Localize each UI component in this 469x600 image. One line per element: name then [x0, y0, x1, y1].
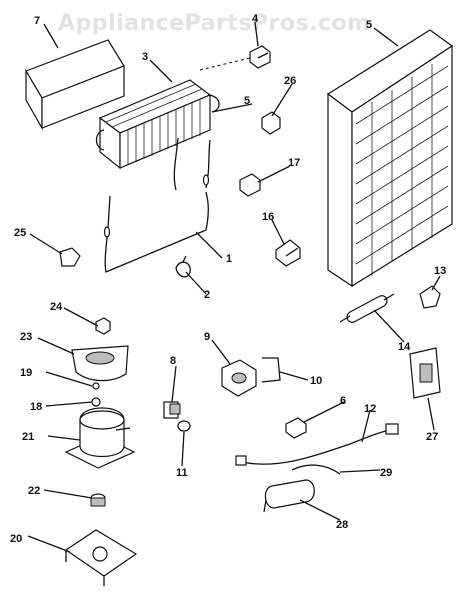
callout-3: 3	[142, 51, 148, 63]
callout-labels: 7 3 4 5 5 26 17 16 1 2 25 13 14 24 23 19…	[10, 13, 446, 545]
tube-fitting	[202, 174, 210, 186]
callout-8: 8	[170, 355, 176, 367]
part-16-bracket[interactable]	[275, 239, 301, 267]
callout-25: 25	[14, 227, 26, 239]
callout-26: 26	[284, 75, 296, 87]
part-23-shield[interactable]	[71, 345, 129, 382]
part-7-panel[interactable]	[25, 39, 125, 131]
callout-28: 28	[336, 519, 348, 531]
callout-29: 29	[380, 467, 392, 479]
callout-14: 14	[398, 341, 411, 353]
part-12-cord[interactable]	[235, 423, 399, 466]
part-2-clip[interactable]	[175, 255, 191, 278]
callout-13: 13	[434, 265, 446, 277]
part-25-grommet[interactable]	[59, 247, 81, 267]
part-5-evaporator[interactable]	[326, 29, 454, 288]
leader-lines	[27, 21, 441, 553]
part-6-terminal[interactable]	[285, 417, 307, 439]
callout-11: 11	[176, 467, 188, 479]
part-26-bracket[interactable]	[261, 111, 281, 135]
callout-1: 1	[226, 253, 232, 265]
callout-2: 2	[204, 289, 210, 301]
part-14-drier[interactable]	[339, 293, 395, 323]
callout-7: 7	[34, 15, 40, 27]
part-20-baseplate[interactable]	[64, 529, 138, 586]
callout-12: 12	[364, 403, 376, 415]
part-11-overload[interactable]	[177, 420, 191, 432]
part-3-condenser[interactable]	[95, 79, 220, 170]
part-29-strap[interactable]	[291, 464, 341, 475]
callout-23: 23	[20, 331, 32, 343]
part-13-clamp[interactable]	[419, 285, 441, 309]
callout-9: 9	[204, 331, 210, 343]
part-28-capacitor[interactable]	[263, 479, 315, 513]
part-19-clip[interactable]	[92, 382, 100, 390]
part-17-clip[interactable]	[239, 173, 261, 197]
callout-16: 16	[262, 211, 274, 223]
callout-24: 24	[50, 301, 63, 313]
callout-20: 20	[10, 533, 22, 545]
part-27-bracket[interactable]	[409, 347, 441, 399]
callout-4: 4	[252, 13, 259, 25]
callout-17: 17	[288, 157, 300, 169]
callout-27: 27	[426, 431, 438, 443]
callout-22: 22	[28, 485, 40, 497]
part-1-tubing[interactable]	[104, 191, 209, 273]
callout-10: 10	[310, 375, 322, 387]
part-21-compressor[interactable]	[64, 407, 136, 469]
part-22-grommet[interactable]	[90, 493, 106, 507]
tube-fitting	[103, 226, 111, 238]
callout-19: 19	[20, 367, 32, 379]
part-4-bracket[interactable]	[249, 45, 271, 69]
part-24-nut[interactable]	[95, 317, 111, 335]
watermark: AppliancePartsPros.com	[58, 11, 371, 36]
callout-18: 18	[30, 401, 42, 413]
part-9-box[interactable]	[221, 359, 257, 397]
part-18-washer[interactable]	[91, 397, 101, 407]
callout-5-left: 5	[244, 95, 250, 107]
callout-6: 6	[340, 395, 346, 407]
part-8-relay[interactable]	[163, 401, 181, 419]
part-10-clip[interactable]	[261, 357, 281, 383]
callout-5-right: 5	[366, 19, 372, 31]
callout-21: 21	[22, 431, 34, 443]
